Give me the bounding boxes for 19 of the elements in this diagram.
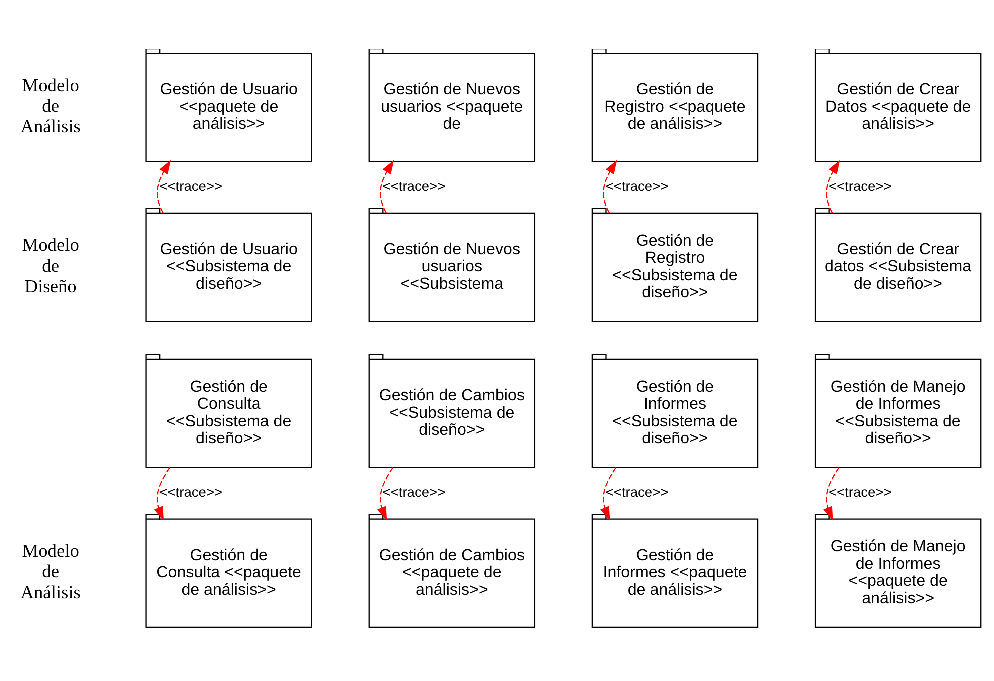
edge-label: <<trace>> bbox=[382, 179, 446, 194]
label: Modelo de Diseño bbox=[22, 235, 80, 297]
edge-label: <<trace>> bbox=[606, 179, 669, 194]
arrow bbox=[824, 467, 840, 521]
arrow bbox=[154, 467, 171, 521]
arrow bbox=[377, 467, 394, 521]
edge-label: <<trace>> bbox=[382, 485, 446, 500]
edge-label: <<trace>> bbox=[828, 179, 892, 194]
label: Modelo de Análisis bbox=[20, 75, 81, 137]
arrow bbox=[826, 160, 840, 214]
edge-label: <<trace>> bbox=[160, 485, 223, 500]
edge-label: <<trace>> bbox=[828, 485, 892, 500]
arrow bbox=[156, 160, 172, 214]
label: Modelo de Análisis bbox=[20, 541, 81, 602]
edge-label: <<trace>> bbox=[606, 485, 669, 500]
edge-label: <<trace>> bbox=[160, 179, 223, 194]
arrow bbox=[600, 467, 617, 521]
arrow bbox=[603, 160, 618, 214]
arrow bbox=[380, 160, 394, 214]
